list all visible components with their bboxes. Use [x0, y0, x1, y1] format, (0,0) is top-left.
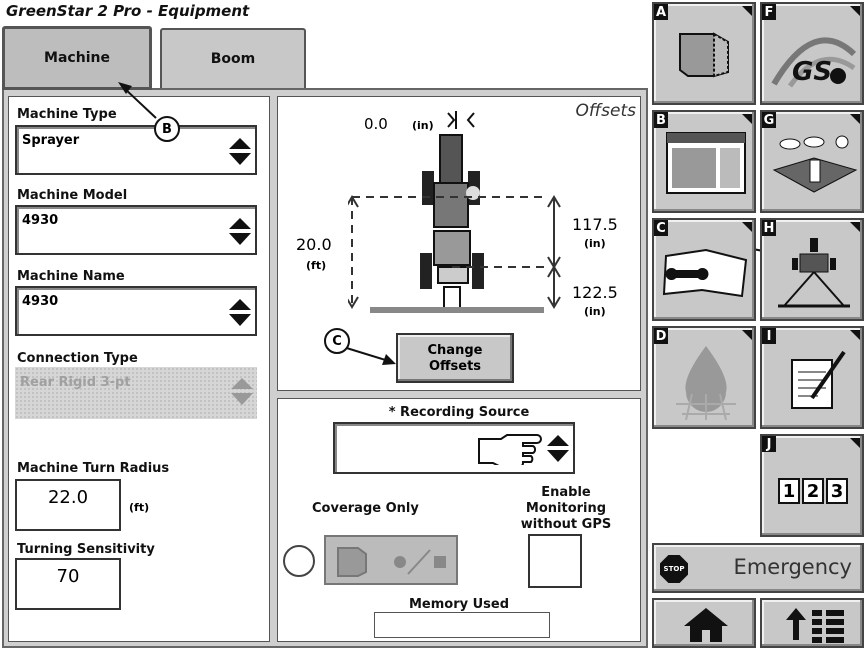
emergency-button[interactable]: STOP Emergency: [652, 543, 864, 593]
coverage-only-radio[interactable]: [283, 545, 315, 577]
notepad-icon: [791, 350, 846, 409]
softkey-a-letter: A: [654, 4, 668, 20]
up-arrow-menu-icon: [786, 608, 844, 643]
droplet-icon: [676, 346, 736, 420]
softkey-g[interactable]: G: [760, 110, 864, 213]
connection-type-select-disabled: Rear Rigid 3-pt: [15, 367, 257, 419]
softkey-d[interactable]: D: [652, 326, 756, 429]
coverage-display-icon: [337, 547, 446, 577]
softkey-c-letter: C: [654, 220, 668, 236]
field-weather-icon: [772, 135, 858, 193]
machine-model-select[interactable]: 4930: [15, 205, 257, 255]
machine-type-select[interactable]: Sprayer: [15, 125, 257, 175]
machine-name-select[interactable]: 4930: [15, 286, 257, 336]
coverage-only-label: Coverage Only: [312, 501, 419, 516]
up-down-arrows-icon[interactable]: [547, 435, 569, 463]
display-icon: [679, 32, 729, 78]
connection-type-label: Connection Type: [17, 351, 138, 366]
softkey-c[interactable]: C: [652, 218, 756, 321]
change-offsets-label-1: Change: [427, 343, 483, 358]
tab-machine[interactable]: Machine: [2, 26, 152, 90]
connection-type-value: Rear Rigid 3-pt: [20, 375, 131, 390]
svg-text:GS: GS: [792, 57, 832, 87]
equipment-icon: [778, 238, 850, 308]
turn-radius-input[interactable]: 22.0: [15, 479, 121, 531]
softkey-h[interactable]: H: [760, 218, 864, 321]
softkey-a[interactable]: A: [652, 2, 756, 105]
callout-c: C: [324, 328, 350, 354]
enable-monitoring-line-1: Enable: [541, 485, 591, 500]
turning-sensitivity-label: Turning Sensitivity: [17, 542, 155, 557]
change-offsets-button[interactable]: Change Offsets: [396, 333, 514, 383]
softkey-b-letter: B: [654, 112, 668, 128]
sprayer-offset-diagram: [348, 111, 561, 313]
machine-type-value: Sprayer: [22, 133, 80, 148]
enable-monitoring-line-2: Monitoring: [525, 501, 607, 516]
tab-machine-label: Machine: [44, 50, 110, 66]
rear-offset-unit: (in): [584, 305, 606, 318]
turning-sensitivity-value: 70: [56, 566, 80, 587]
memory-used-label: Memory Used: [408, 597, 510, 612]
stop-sign-icon: STOP: [660, 555, 688, 583]
emergency-label: Emergency: [733, 555, 852, 579]
menu-button[interactable]: [760, 598, 864, 648]
turn-radius-label: Machine Turn Radius: [17, 461, 170, 476]
turning-sensitivity-input[interactable]: 70: [15, 558, 121, 610]
softkey-h-letter: H: [762, 220, 776, 236]
offsets-title: Offsets: [575, 101, 637, 121]
softkey-i[interactable]: I: [760, 326, 864, 429]
up-down-arrows-icon[interactable]: [229, 138, 251, 166]
softkey-f-letter: F: [762, 4, 776, 20]
machine-name-label: Machine Name: [17, 269, 125, 284]
softkey-j[interactable]: J 1 2 3: [760, 434, 864, 537]
recording-panel: * Recording Source Coverage Only Enable …: [277, 398, 641, 642]
softkey-j-letter: J: [762, 436, 776, 452]
recording-source-label: * Recording Source: [388, 405, 530, 420]
turn-radius-value: 22.0: [47, 487, 89, 508]
numbers-icon: 1 2 3: [778, 478, 848, 504]
machine-name-value: 4930: [22, 294, 59, 309]
machine-type-label: Machine Type: [17, 107, 117, 122]
softkey-g-letter: G: [762, 112, 776, 128]
rear-offset-value: 122.5: [572, 283, 618, 302]
enable-monitoring-line-3: without GPS: [520, 517, 612, 532]
softkey-b[interactable]: B: [652, 110, 756, 213]
front-offset-value: 117.5: [572, 215, 618, 234]
softkey-f[interactable]: F GS: [760, 2, 864, 105]
inline-offset-unit: (ft): [306, 259, 327, 272]
lateral-offset-value: 0.0: [364, 115, 388, 133]
offsets-panel: Offsets 0.0 (in) 20.0 (ft) 117.5 (in) 12…: [277, 96, 641, 391]
change-offsets-label-2: Offsets: [428, 359, 482, 374]
memory-used-bar: [374, 612, 550, 638]
hand-pointer-icon: [478, 434, 542, 465]
service-manual-icon: [662, 248, 748, 298]
window-title: GreenStar 2 Pro - Equipment: [6, 2, 250, 20]
up-down-arrows-icon[interactable]: [229, 218, 251, 246]
recording-source-select[interactable]: [333, 422, 575, 474]
coverage-only-button[interactable]: [324, 535, 458, 585]
machine-model-label: Machine Model: [17, 188, 128, 203]
tab-boom-label: Boom: [210, 51, 256, 67]
callout-b: B: [154, 116, 180, 142]
gs2-logo-icon: GS: [771, 37, 857, 88]
tab-boom[interactable]: Boom: [160, 28, 306, 88]
front-offset-unit: (in): [584, 237, 606, 250]
inline-offset-value: 20.0: [296, 235, 332, 254]
home-button[interactable]: [652, 598, 756, 648]
enable-monitoring-label: Enable Monitoring without GPS: [506, 485, 626, 533]
lateral-offset-unit: (in): [412, 119, 434, 132]
layout-icon: [666, 132, 746, 194]
number-two: 2: [802, 478, 824, 504]
turn-radius-unit: (ft): [129, 501, 150, 514]
home-icon: [684, 608, 728, 642]
enable-monitoring-checkbox[interactable]: [528, 534, 582, 588]
up-down-arrows-icon[interactable]: [229, 299, 251, 327]
number-three: 3: [826, 478, 848, 504]
softkey-d-letter: D: [654, 328, 668, 344]
number-one: 1: [778, 478, 800, 504]
machine-settings-panel: Machine Type Sprayer Machine Model 4930 …: [8, 96, 270, 642]
softkey-i-letter: I: [762, 328, 776, 344]
machine-model-value: 4930: [22, 213, 59, 228]
up-down-arrows-icon: [231, 378, 253, 405]
